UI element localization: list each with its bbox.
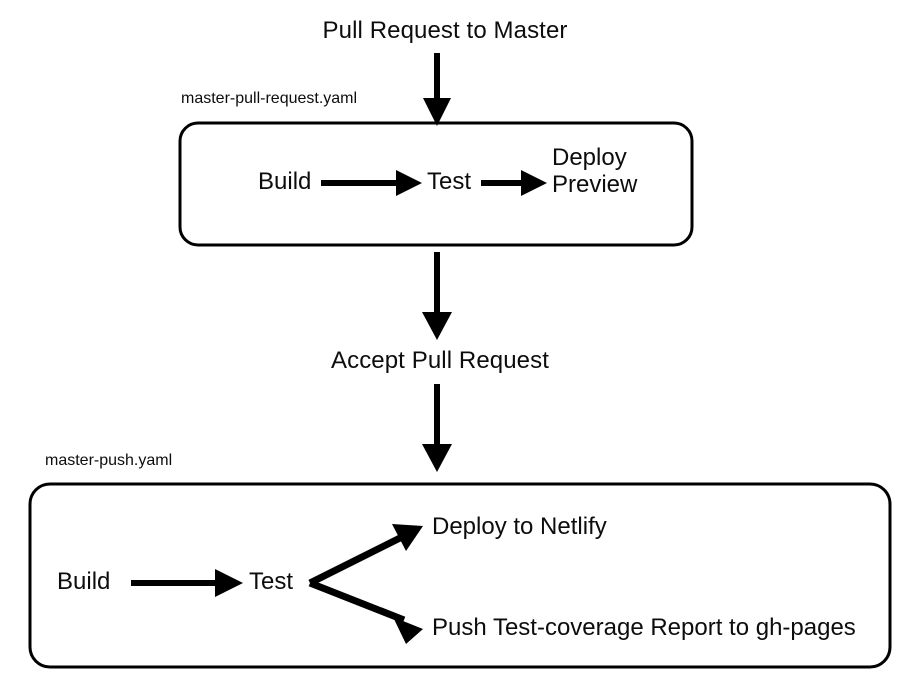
step-deploy-preview-line1: Deploy (552, 144, 627, 171)
branch-push-test-coverage: Push Test-coverage Report to gh-pages (432, 614, 856, 641)
branch-deploy-to-netlify: Deploy to Netlify (432, 513, 607, 540)
step-build-push: Build (57, 568, 111, 595)
arrow-test-to-coverage (308, 579, 423, 644)
arrow-build-to-test-push (131, 569, 243, 597)
entry-label: Pull Request to Master (322, 17, 568, 44)
step-test-pr: Test (427, 168, 472, 195)
workflow-file-label-pull-request: master-pull-request.yaml (181, 90, 358, 107)
step-build-pr: Build (258, 168, 312, 195)
step-deploy-preview-line2: Preview (552, 170, 638, 198)
step-deploy-preview: Deploy Preview (552, 144, 672, 199)
arrow-accept-to-push-box (422, 384, 452, 472)
accept-pull-request-label: Accept Pull Request (330, 347, 550, 374)
step-test-push: Test (249, 568, 294, 595)
workflow-file-label-push: master-push.yaml (45, 452, 173, 469)
arrow-build-to-test-pr (321, 170, 422, 196)
arrow-entry-to-pr-box (423, 53, 451, 126)
arrow-pr-box-to-accept (422, 252, 452, 340)
arrow-test-to-netlify (308, 524, 423, 587)
arrow-test-to-deploy-preview (481, 170, 547, 196)
